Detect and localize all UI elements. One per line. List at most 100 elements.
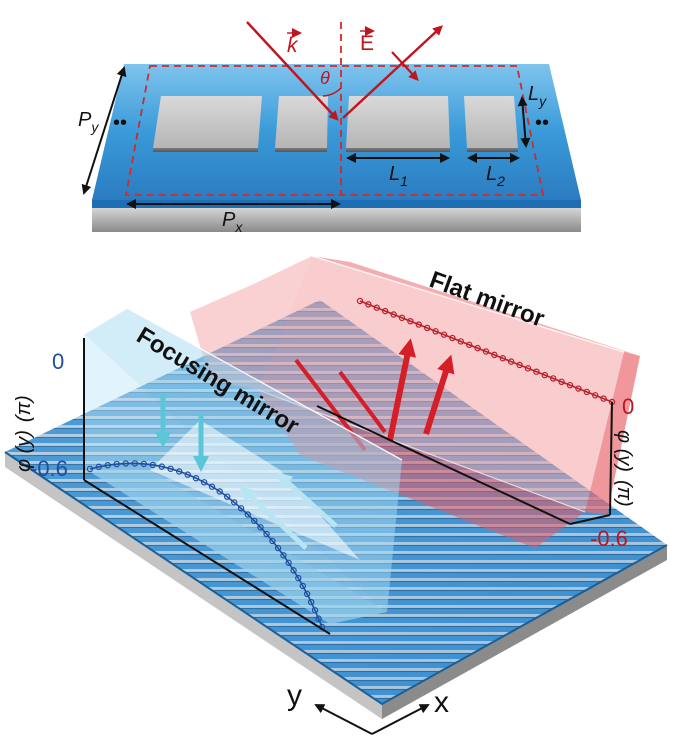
reflected-wave-arrow — [342, 25, 443, 119]
flat-phase-point — [508, 358, 515, 365]
flat-phase-point — [382, 307, 389, 315]
focusing-phase-points — [86, 460, 326, 631]
wavevector-label: k — [287, 34, 299, 57]
flat-phase-point — [524, 365, 532, 372]
continuation-dots-left: •• — [113, 112, 127, 134]
coord-y-label: y — [287, 679, 302, 712]
flat-phase-point — [407, 318, 414, 325]
focusing-axis-tick-bottom: -0.6 — [30, 456, 68, 481]
ly-dimension-arrow — [517, 96, 531, 148]
focusing-phase-point — [311, 607, 319, 614]
focusing-mirror-region — [83, 307, 403, 635]
flat-phase-point — [491, 351, 498, 359]
focusing-phase-point — [131, 460, 139, 467]
flat-phase-point — [592, 392, 599, 399]
angle-arc — [322, 87, 342, 97]
focusing-phase-point — [257, 524, 264, 531]
flat-axis-title: φ (y)(π) — [613, 430, 635, 507]
metasurface-panel: Focusing mirror Flat mirror 0 -0.6 φ (y)… — [4, 255, 668, 735]
continuation-dots-right: •• — [535, 112, 549, 134]
pillar-right-short — [464, 96, 518, 152]
flat-phase-point — [516, 361, 523, 369]
flat-axis-tick-top: 0 — [622, 394, 634, 419]
pillar-left-short — [275, 96, 328, 152]
focusing-phase-point — [299, 582, 307, 590]
unit-cell-outline — [124, 65, 545, 196]
focusing-axis-title: φ (y)(π) — [13, 395, 35, 472]
substrate-base — [92, 207, 581, 232]
focusing-phase-point — [184, 471, 191, 478]
focusing-phase-point — [208, 483, 216, 490]
flat-phase-point — [482, 348, 490, 355]
flat-phase-point — [566, 381, 574, 389]
py-label: Py — [78, 109, 99, 135]
unit-cell-panel: k E θ Py Px L1 L2 Ly •• •• — [78, 21, 581, 235]
focusing-phase-point — [315, 615, 322, 622]
l1-label: L1 — [389, 163, 408, 189]
flat-phase-point — [541, 371, 549, 379]
focusing-phase-point — [231, 499, 238, 506]
angle-label: θ — [320, 68, 330, 88]
ly-label: Ly — [528, 83, 547, 109]
flat-phase-point — [398, 314, 406, 322]
focusing-phase-point — [244, 511, 251, 518]
py-dimension-arrow — [81, 66, 127, 195]
flat-phase-point — [583, 388, 591, 396]
focusing-phase-point — [274, 544, 282, 552]
focusing-phase-point — [104, 462, 111, 469]
focusing-phase-point — [237, 505, 245, 512]
slab-side — [382, 545, 667, 719]
px-label: Px — [222, 209, 243, 235]
coord-x-label: x — [434, 686, 449, 719]
focusing-phase-point — [113, 460, 120, 468]
flat-phase-point — [390, 311, 397, 318]
flat-phase-point — [440, 331, 448, 338]
focusing-axis-tick-top: 0 — [52, 349, 64, 374]
flat-phase-point — [432, 328, 439, 335]
field-polarization-arrow — [391, 51, 419, 81]
flat-phase-point — [558, 378, 565, 385]
flat-phase-point — [550, 375, 557, 382]
focusing-phase-point — [140, 460, 148, 468]
flat-phase-axis — [316, 405, 571, 525]
focusing-phase-point — [251, 517, 258, 524]
focusing-phase-point — [192, 475, 200, 482]
focusing-phase-point — [290, 567, 297, 574]
focusing-phase-point — [295, 574, 302, 582]
focusing-phase-point — [200, 479, 208, 486]
flat-phase-point — [499, 355, 506, 362]
focusing-phase-point — [269, 537, 276, 545]
focusing-phase-point — [167, 465, 174, 472]
focusing-phase-point — [149, 461, 157, 469]
flat-phase-point — [575, 385, 582, 392]
focusing-phase-point — [95, 463, 103, 471]
flat-phase-point — [466, 341, 473, 348]
coordinate-axes: y x — [287, 679, 449, 735]
l2-label: L2 — [486, 163, 505, 189]
focusing-phase-point — [280, 552, 287, 559]
slab-front — [5, 452, 382, 719]
focusing-phase-point — [176, 468, 183, 475]
flat-phase-point — [449, 334, 456, 342]
focusing-phase-point — [307, 598, 315, 606]
focusing-phase-point — [122, 460, 129, 467]
flat-phase-point — [365, 301, 372, 308]
focusing-phase-point — [223, 493, 231, 500]
flat-phase-curve — [359, 300, 613, 403]
incident-wave-arrow — [246, 21, 339, 121]
flat-phase-point — [356, 297, 364, 305]
focusing-phase-point — [158, 463, 165, 470]
focusing-phase-point — [285, 559, 292, 566]
pillar-right-long — [346, 96, 450, 152]
focusing-phase-point — [216, 488, 223, 495]
flat-phase-point — [424, 324, 431, 332]
flat-phase-point — [533, 368, 540, 375]
focusing-phase-point — [86, 465, 94, 473]
flat-phase-points — [356, 297, 616, 406]
flat-phase-point — [415, 321, 422, 328]
focusing-phase-point — [263, 530, 270, 538]
pillar-left-long — [153, 96, 262, 152]
flat-phase-point — [373, 304, 380, 311]
flat-phase-point — [474, 344, 481, 352]
